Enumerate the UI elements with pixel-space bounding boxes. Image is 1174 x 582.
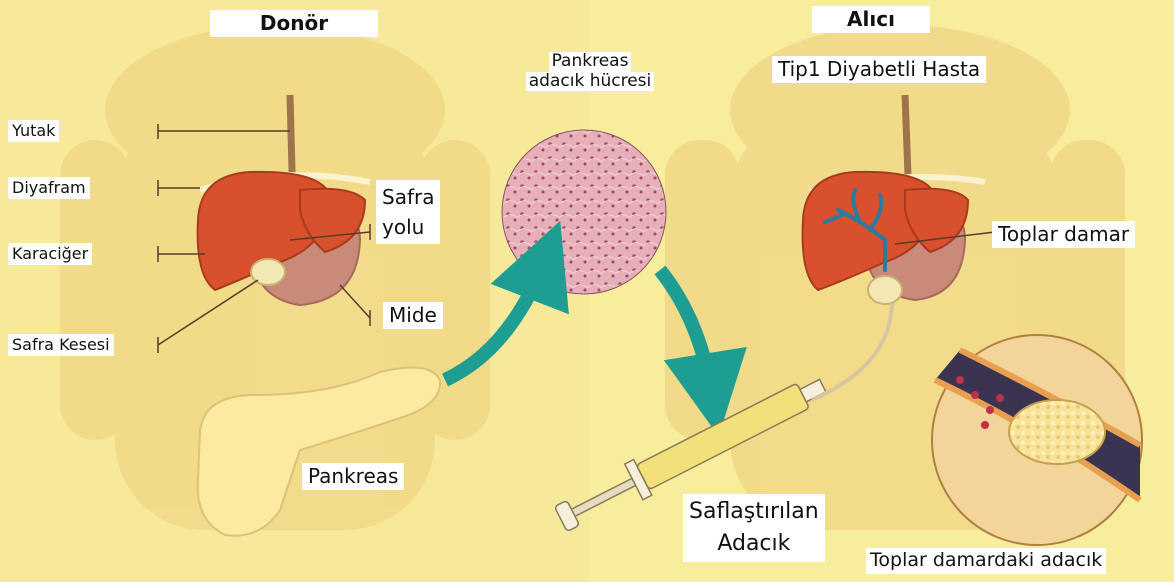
label-diaphragm: Diyafram: [8, 177, 90, 199]
vein-zoom: [932, 335, 1142, 545]
label-stomach: Mide: [383, 302, 443, 329]
label-islet-cell-line2: adacık hücresi: [526, 72, 655, 92]
islet-cluster: [1009, 400, 1105, 464]
label-purified-islet-line1: Saflaştırılan: [689, 496, 819, 528]
label-gallbladder: Safra Kesesi: [8, 334, 114, 356]
label-pancreas: Pankreas: [302, 463, 404, 490]
label-portal-vein: Toplar damar: [992, 221, 1135, 248]
label-liver: Karaciğer: [8, 243, 92, 265]
label-islet-cell-line1: Pankreas: [549, 52, 632, 72]
label-bile-duct-line2: yolu: [382, 212, 434, 242]
label-purified-islet-line2: Adacık: [689, 528, 819, 560]
donor-header: Donör: [210, 10, 378, 37]
label-islet-cell: Pankreas adacık hücresi: [506, 50, 674, 93]
label-islets-in-vein: Toplar damardaki adacık: [866, 548, 1106, 574]
label-bile-duct-line1: Safra: [382, 182, 434, 212]
label-purified-islet: Saflaştırılan Adacık: [683, 494, 825, 562]
islet-cell-image: [502, 130, 666, 294]
label-bile-duct: Safra yolu: [376, 180, 440, 244]
recipient-subtitle: Tip1 Diyabetli Hasta: [772, 56, 986, 83]
label-pharynx: Yutak: [8, 120, 59, 142]
recipient-header: Alıcı: [812, 6, 930, 33]
